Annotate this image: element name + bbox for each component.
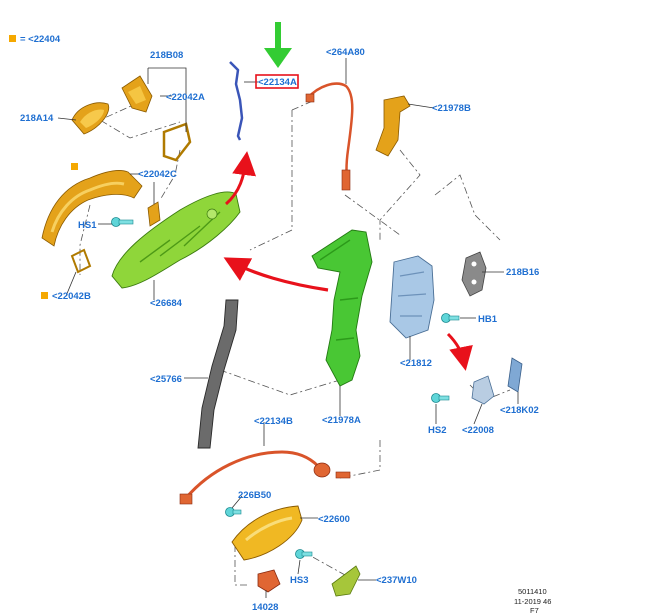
label-22600: <22600 bbox=[318, 514, 350, 525]
part-labels: 218B08 <22042A 218A14 <22134A <264A80 <2… bbox=[20, 47, 539, 613]
label-218B08: 218B08 bbox=[150, 50, 183, 61]
legend-marker bbox=[9, 35, 16, 42]
part-218B08-bracket bbox=[121, 75, 153, 113]
part-HB1-bolt bbox=[441, 313, 460, 323]
part-218K02-plate bbox=[507, 357, 523, 393]
footer-line-1: 5011410 bbox=[518, 587, 547, 596]
label-25766: <25766 bbox=[150, 374, 182, 385]
label-22042C: <22042C bbox=[138, 169, 177, 180]
assembly-lines bbox=[79, 99, 511, 586]
part-22008-striker bbox=[471, 375, 495, 405]
footer-line-2: 11-2019 46 bbox=[514, 597, 551, 606]
part-HS1-screw bbox=[111, 217, 134, 227]
legend-text: = <22404 bbox=[20, 34, 61, 45]
label-21978A: <21978A bbox=[322, 415, 361, 426]
part-HS2-screw bbox=[431, 393, 450, 403]
footer-meta: 5011410 11-2019 46 F7 bbox=[514, 587, 551, 615]
green-highlight-arrow bbox=[264, 22, 292, 68]
marker-22404-gasket bbox=[41, 292, 48, 299]
part-21812-latch bbox=[389, 255, 435, 339]
label-HB1: HB1 bbox=[478, 314, 498, 325]
label-22042B: <22042B bbox=[52, 291, 91, 302]
part-22042C-gasket bbox=[147, 201, 161, 227]
label-14028: 14028 bbox=[252, 602, 278, 613]
label-226B50: 226B50 bbox=[238, 490, 271, 501]
part-14028-connector bbox=[257, 569, 281, 593]
part-25766-channel bbox=[197, 299, 239, 449]
label-21978B: <21978B bbox=[432, 103, 471, 114]
marker-22404-handle bbox=[71, 163, 78, 170]
highlight-box-22134A bbox=[255, 74, 299, 89]
footer-line-3: F7 bbox=[530, 606, 539, 615]
red-arrow-striker bbox=[446, 332, 473, 371]
label-237W10: <237W10 bbox=[376, 575, 417, 586]
label-22042A: <22042A bbox=[166, 92, 205, 103]
label-22134A: <22134A bbox=[258, 77, 297, 88]
part-22134A-control-rod bbox=[229, 61, 244, 141]
part-26684-handle-carrier bbox=[111, 191, 241, 289]
label-22134B: <22134B bbox=[254, 416, 293, 427]
label-HS1: HS1 bbox=[78, 220, 97, 231]
red-arrow-carrier bbox=[223, 257, 329, 292]
label-218A14: 218A14 bbox=[20, 113, 54, 124]
label-21812: <21812 bbox=[400, 358, 432, 369]
label-26684: <26684 bbox=[150, 298, 183, 309]
part-21978A-bracket bbox=[311, 229, 373, 387]
part-HS3-screw bbox=[295, 549, 313, 559]
part-218A14-cap bbox=[71, 102, 110, 135]
label-HS2: HS2 bbox=[428, 425, 446, 436]
label-218B16: 218B16 bbox=[506, 267, 539, 278]
part-21978B-bracket bbox=[375, 95, 411, 157]
label-22008: <22008 bbox=[462, 425, 494, 436]
part-226B50-clip bbox=[225, 507, 242, 517]
part-237W10-cover bbox=[331, 565, 361, 597]
label-264A80: <264A80 bbox=[326, 47, 365, 58]
part-exterior-handle bbox=[41, 170, 143, 247]
part-22600-interior-handle bbox=[231, 505, 303, 561]
red-arrow-rod bbox=[224, 151, 257, 206]
label-HS3: HS3 bbox=[290, 575, 308, 586]
part-22042B-gasket bbox=[70, 248, 92, 274]
part-22042A-gasket bbox=[162, 122, 192, 162]
part-218B16-seal bbox=[461, 251, 487, 297]
label-218K02: <218K02 bbox=[500, 405, 539, 416]
part-22134B-cable bbox=[179, 450, 351, 505]
part-264A80-cable bbox=[305, 82, 354, 191]
